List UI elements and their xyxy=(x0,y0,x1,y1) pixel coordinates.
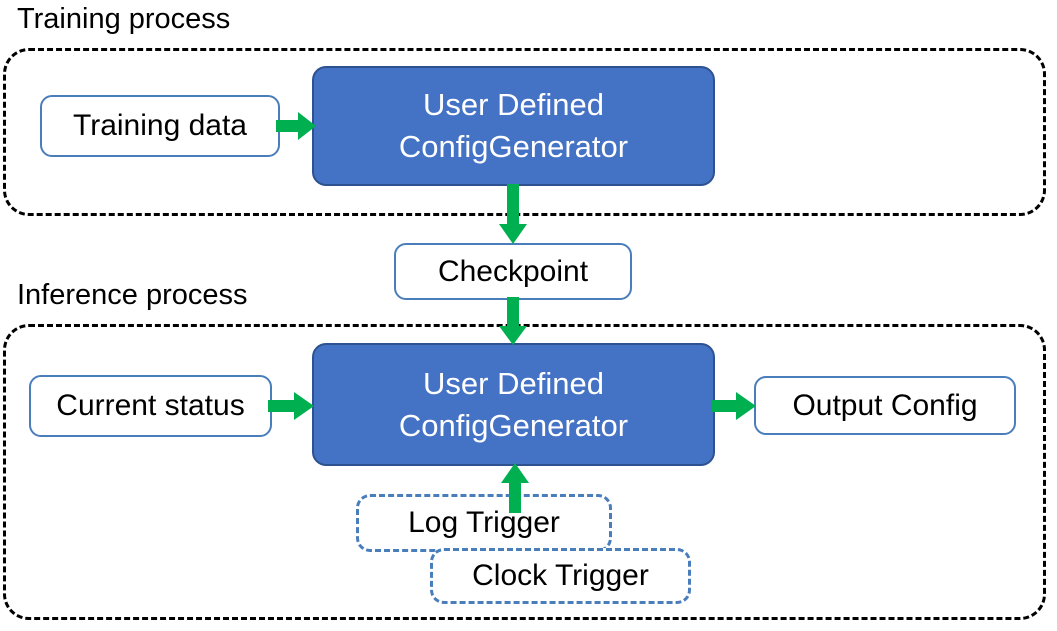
arrow-generator-to-checkpoint-icon xyxy=(495,184,531,246)
current-status-node[interactable]: Current status xyxy=(29,375,272,437)
log-trigger-node[interactable]: Log Trigger xyxy=(356,494,612,552)
current-status-label: Current status xyxy=(56,389,245,422)
arrow-checkpoint-to-generator-icon xyxy=(495,297,531,347)
training-config-generator-node[interactable]: User Defined ConfigGenerator xyxy=(312,66,715,186)
inference-config-generator-label-line2: ConfigGenerator xyxy=(398,407,629,443)
training-data-label: Training data xyxy=(73,109,247,142)
inference-config-generator-label-line1: User Defined xyxy=(423,365,604,401)
training-config-generator-label-line2: ConfigGenerator xyxy=(398,129,629,164)
arrow-triggers-to-generator-icon xyxy=(497,463,533,513)
log-trigger-label: Log Trigger xyxy=(408,506,560,539)
training-process-container xyxy=(3,48,1046,216)
clock-trigger-node[interactable]: Clock Trigger xyxy=(430,548,691,604)
arrow-current-status-to-generator-icon xyxy=(268,388,316,424)
output-config-label: Output Config xyxy=(792,388,978,422)
checkpoint-label: Checkpoint xyxy=(437,254,589,288)
checkpoint-node[interactable]: Checkpoint xyxy=(394,243,632,300)
training-data-node[interactable]: Training data xyxy=(40,95,280,157)
inference-process-label: Inference process xyxy=(17,279,248,311)
clock-trigger-label: Clock Trigger xyxy=(472,559,649,592)
arrow-generator-to-output-config-icon xyxy=(712,388,758,424)
arrow-training-data-to-generator-icon xyxy=(276,108,318,144)
inference-config-generator-node[interactable]: User Defined ConfigGenerator xyxy=(312,343,715,466)
training-process-label: Training process xyxy=(17,3,231,35)
training-config-generator-label-line1: User Defined xyxy=(423,87,604,123)
inference-process-container xyxy=(3,324,1046,620)
output-config-node[interactable]: Output Config xyxy=(754,376,1016,435)
